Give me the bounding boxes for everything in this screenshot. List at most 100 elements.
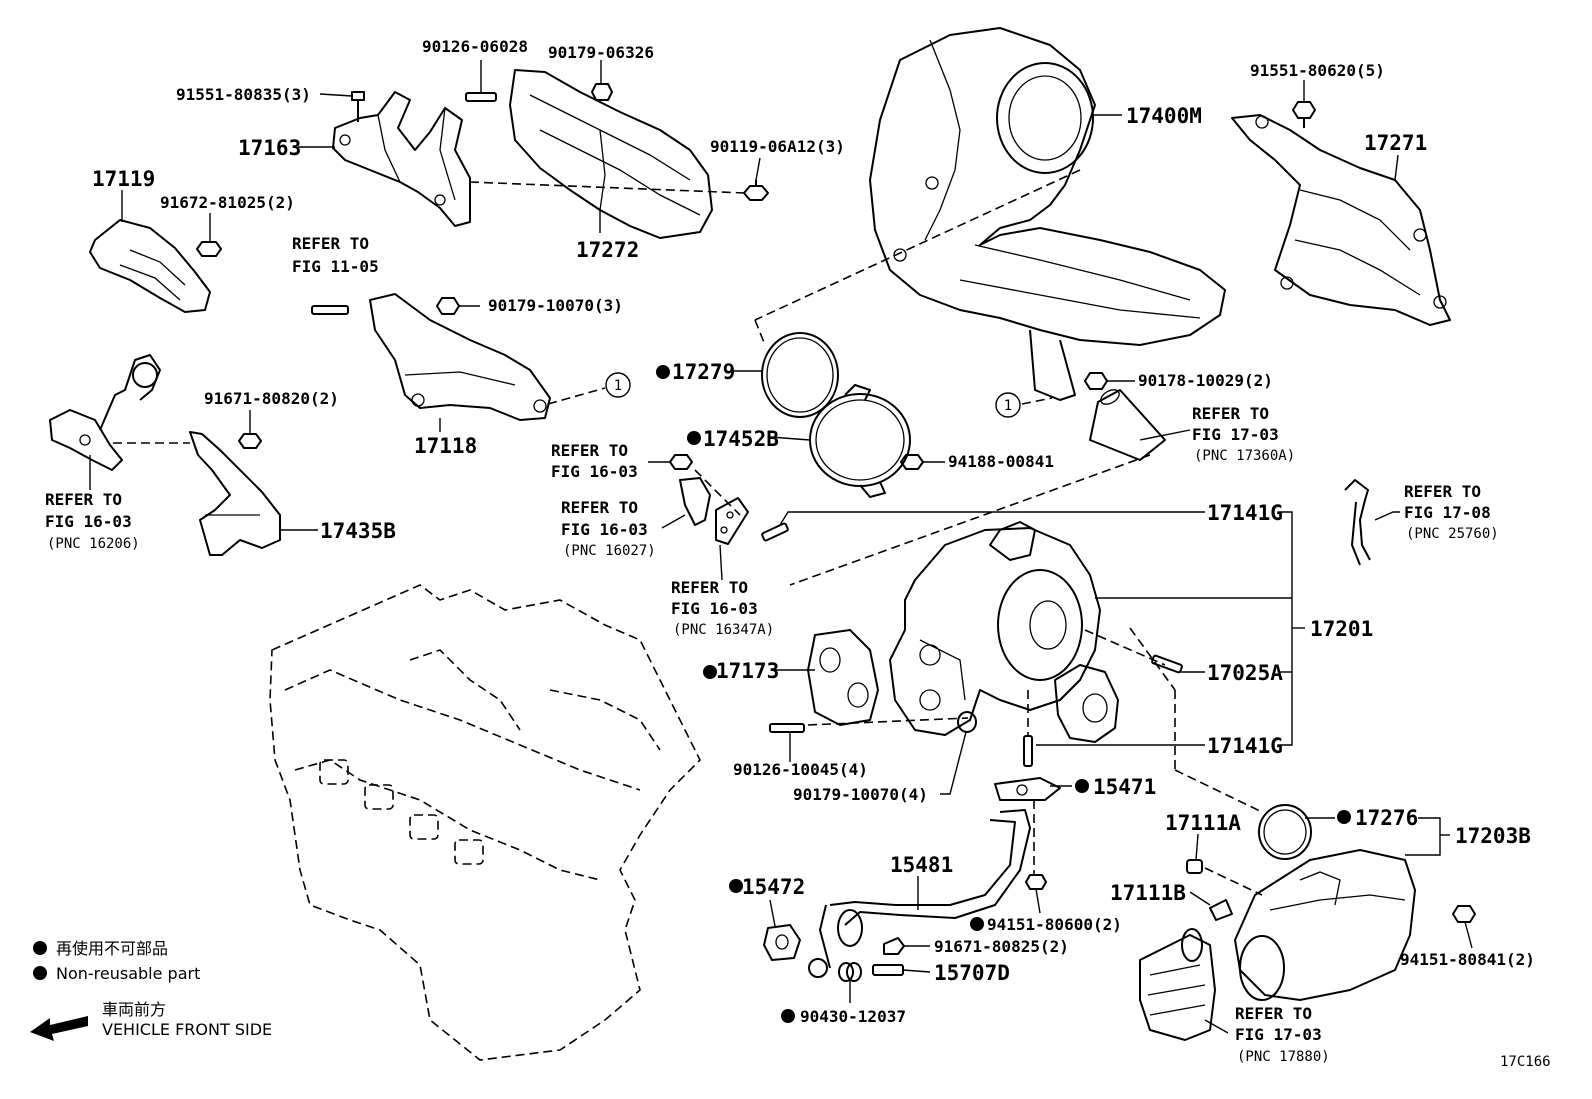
- legend-front-en: VEHICLE FRONT SIDE: [102, 1020, 272, 1039]
- dowel-17111B: [1209, 899, 1233, 921]
- refer-fig-16-03: REFER TO FIG 16-03: [551, 441, 638, 481]
- label-17111B: 17111B: [1110, 881, 1186, 905]
- tube-refer-1708: [1344, 479, 1371, 566]
- label-91671-80820: 91671-80820(2): [204, 389, 339, 408]
- gasket-17276: [1258, 804, 1312, 860]
- exhaust-manifold-17400M: [869, 27, 1226, 401]
- refer-blocks: REFER TO FIG 11-05 REFER TO FIG 16-03 (P…: [45, 234, 1499, 1065]
- legend-non-reusable-en: Non-reusable part: [56, 964, 200, 983]
- nut-94188-00841: [900, 454, 924, 470]
- dowel-17111A: [1186, 859, 1203, 874]
- label-91551-80835: 91551-80835(3): [176, 85, 311, 104]
- label-17141G-top: 17141G: [1207, 501, 1283, 525]
- label-15481: 15481: [890, 853, 953, 877]
- label-17400M: 17400M: [1126, 104, 1202, 128]
- engine-block-outline: [269, 584, 701, 1061]
- bolt-15707D: [872, 964, 904, 976]
- stud-17141G-top: [761, 522, 789, 542]
- refer-fig-17-03-pnc17880: REFER TO FIG 17-03 (PNC 17880): [1235, 1004, 1330, 1065]
- refer-line-1: REFER TO: [292, 234, 369, 253]
- oil-pipe-15481: [819, 809, 1031, 969]
- refer-line-2: FIG 11-05: [292, 257, 379, 276]
- refer-fig-16-03-pnc16206: REFER TO FIG 16-03 (PNC 16206): [45, 490, 140, 552]
- washer-90430-12037: [838, 962, 862, 982]
- label-90430-12037: 90430-12037: [800, 1007, 906, 1026]
- label-94188-00841: 94188-00841: [948, 452, 1054, 471]
- label-17119: 17119: [92, 167, 155, 191]
- non-reusable-dots: [656, 365, 1351, 1023]
- gasket-15471: [994, 777, 1061, 801]
- label-91672-81025: 91672-81025(2): [160, 193, 295, 212]
- bolt-91671-80825: [883, 937, 905, 955]
- label-90126-10045: 90126-10045(4): [733, 760, 868, 779]
- refer-line-1: REFER TO: [561, 498, 638, 517]
- stud-17141G-bottom: [1023, 735, 1033, 767]
- bracket-17118: [369, 293, 551, 421]
- label-90178-10029: 90178-10029(2): [1138, 371, 1273, 390]
- bracket-17163: [332, 91, 471, 227]
- bracket-17435B: [189, 431, 281, 556]
- refer-line-2: FIG 17-03: [1192, 425, 1279, 444]
- turbocharger-17201: [889, 521, 1119, 743]
- nut-90179-10070-3: [436, 297, 460, 315]
- inlet-pipe-17203B: [1234, 849, 1416, 1001]
- gasket-refer-1603-pnc16027: [679, 477, 711, 526]
- legend-dot: [33, 941, 47, 955]
- refer-line-1: REFER TO: [671, 578, 748, 597]
- label-17279: 17279: [672, 360, 735, 384]
- bolt-94151-80841: [1452, 905, 1476, 923]
- refer-line-2: FIG 16-03: [551, 462, 638, 481]
- leader-lines: [89, 60, 1473, 1034]
- label-17203B: 17203B: [1455, 824, 1531, 848]
- refer-line-3: (PNC 17360A): [1194, 448, 1295, 464]
- refer-line-1: REFER TO: [45, 490, 122, 509]
- air-hose-refer-1703: [1139, 928, 1216, 1041]
- bolt-91671-80820: [238, 433, 262, 449]
- stud-refer-1105: [311, 305, 349, 315]
- stud-90126-10045: [769, 723, 805, 733]
- refer-line-1: REFER TO: [1404, 482, 1481, 501]
- callout-marker-right: 1: [995, 392, 1021, 418]
- bracket-17119: [89, 219, 211, 313]
- label-17163: 17163: [238, 136, 301, 160]
- label-15707D: 15707D: [934, 961, 1010, 985]
- legend-front-jp: 車両前方: [102, 1000, 166, 1019]
- bolt-94151-80600: [1025, 874, 1047, 890]
- refer-fig-11-05: REFER TO FIG 11-05: [292, 234, 379, 276]
- label-91671-80825: 91671-80825(2): [934, 937, 1069, 956]
- refer-line-2: FIG 17-03: [1235, 1025, 1322, 1044]
- refer-fig-17-03-pnc17360A: REFER TO FIG 17-03 (PNC 17360A): [1192, 404, 1295, 464]
- label-90179-06326: 90179-06326: [548, 43, 654, 62]
- legend: 再使用不可部品 Non-reusable part 車両前方 VEHICLE F…: [30, 939, 272, 1041]
- bolt-90119-06A12: [743, 180, 769, 201]
- label-91551-80620: 91551-80620(5): [1250, 61, 1385, 80]
- refer-line-1: REFER TO: [1235, 1004, 1312, 1023]
- diagram-code: 17C166: [1500, 1054, 1551, 1070]
- bolt-91672-81025: [196, 241, 222, 257]
- gasket-15472: [763, 924, 801, 961]
- refer-line-2: FIG 16-03: [671, 599, 758, 618]
- label-17201: 17201: [1310, 617, 1373, 641]
- refer-fig-16-03-pnc16347A: REFER TO FIG 16-03 (PNC 16347A): [671, 578, 774, 638]
- label-15472: 15472: [742, 875, 805, 899]
- refer-fig-16-03-pnc16027: REFER TO FIG 16-03 (PNC 16027): [561, 498, 656, 559]
- label-90126-06028: 90126-06028: [422, 37, 528, 56]
- refer-line-3: (PNC 25760): [1406, 526, 1499, 542]
- stud-90126-06028: [465, 92, 497, 102]
- refer-line-1: REFER TO: [1192, 404, 1269, 423]
- refer-line-2: FIG 16-03: [45, 512, 132, 531]
- clamp-17452B: [809, 384, 911, 498]
- label-90179-10070-3: 90179-10070(3): [488, 296, 623, 315]
- refer-line-3: (PNC 16027): [563, 543, 656, 559]
- label-94151-80841: 94151-80841(2): [1400, 950, 1535, 969]
- label-90179-10070-4: 90179-10070(4): [793, 785, 928, 804]
- nut-90178-10029: [1084, 372, 1108, 390]
- refer-line-2: FIG 16-03: [561, 520, 648, 539]
- refer-line-3: (PNC 16206): [47, 536, 140, 552]
- label-17276: 17276: [1355, 806, 1418, 830]
- bolt-91551-80620: [1292, 101, 1316, 128]
- heat-insulator-17272: [509, 69, 713, 239]
- label-17435B: 17435B: [320, 519, 396, 543]
- label-15471: 15471: [1093, 775, 1156, 799]
- nut-90179-10070-4: [957, 711, 977, 733]
